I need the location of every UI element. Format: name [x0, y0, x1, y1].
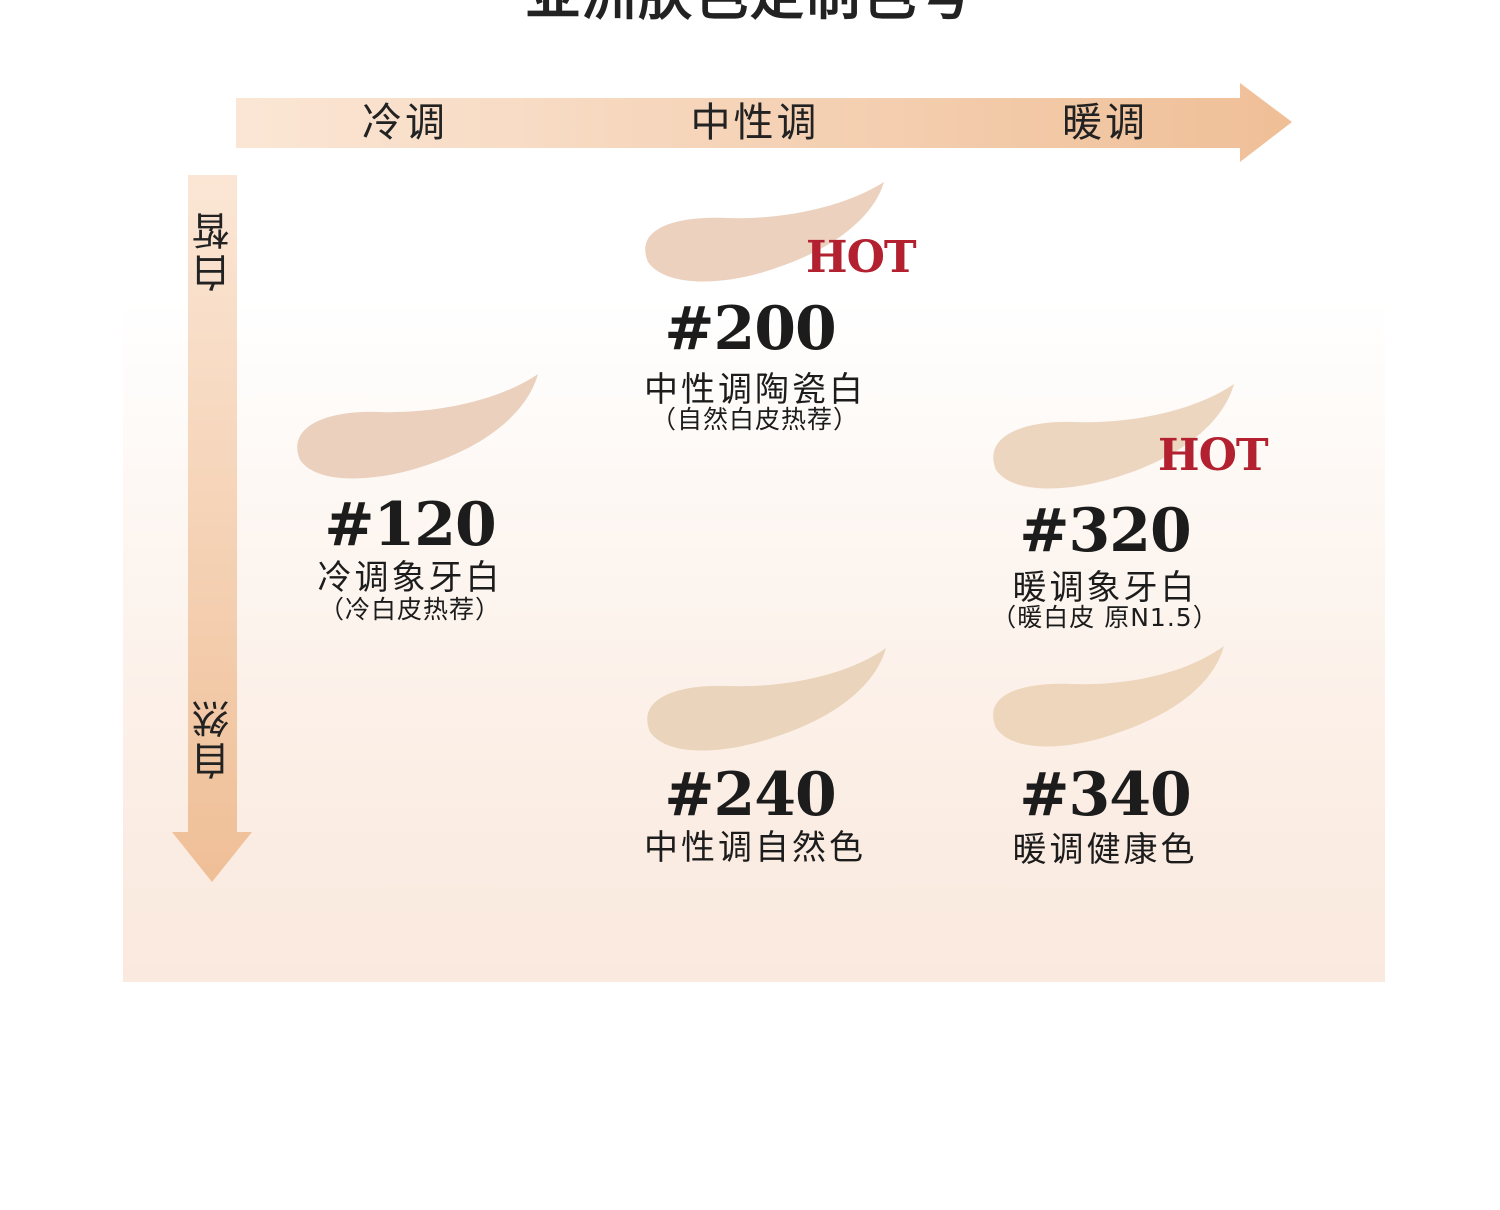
axis-label-neutral: 中性调	[690, 100, 820, 146]
shade-name-120: 冷调象牙白	[317, 558, 503, 598]
swatch-200	[645, 182, 884, 282]
shade-name-200: 中性调陶瓷白	[644, 370, 866, 410]
hot-badge-320: HOT	[1158, 430, 1269, 481]
shade-name-340: 暖调健康色	[1012, 830, 1198, 870]
shade-code-120: #120	[324, 490, 497, 560]
swatch-320	[993, 384, 1234, 489]
axis-label-cool: 冷调	[362, 100, 448, 146]
shade-name-320: 暖调象牙白	[1012, 568, 1198, 608]
shade-name-240: 中性调自然色	[644, 828, 866, 868]
swatch-240-smear	[647, 648, 886, 751]
axis-label-natural: 自然	[192, 696, 236, 780]
axis-label-warm: 暖调	[1062, 100, 1148, 146]
swatch-320-smear	[993, 384, 1234, 489]
axis-label-fair: 白皙	[192, 208, 236, 292]
swatch-240	[647, 648, 886, 751]
shade-code-340: #340	[1019, 760, 1192, 830]
vertical-axis-arrow	[172, 175, 252, 882]
hot-badge-200: HOT	[806, 232, 917, 283]
swatch-120-smear	[297, 374, 538, 479]
swatch-340	[993, 646, 1224, 747]
page-title: 亚洲肤色定制色号	[0, 0, 1500, 26]
shade-note-120: （冷白皮热荐）	[318, 595, 501, 624]
horizontal-axis-arrow	[236, 83, 1292, 162]
shade-code-200: #200	[664, 294, 837, 364]
swatch-340-smear	[993, 646, 1224, 747]
shade-code-240: #240	[664, 760, 837, 830]
shade-note-200: （自然白皮热荐）	[650, 405, 859, 434]
swatch-120	[297, 374, 538, 479]
shade-note-320: （暖白皮 原N1.5）	[991, 603, 1219, 632]
shade-code-320: #320	[1019, 496, 1192, 566]
swatch-200-smear	[645, 182, 884, 282]
